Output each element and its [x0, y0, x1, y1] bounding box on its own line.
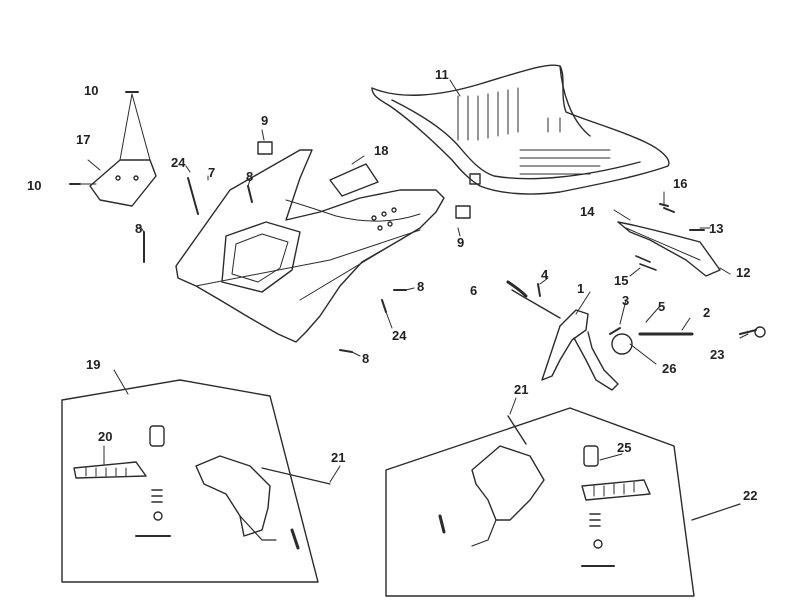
callout-21-left: 21 [331, 450, 346, 465]
callout-14: 14 [580, 204, 595, 219]
fasteners [143, 177, 541, 353]
callout-10-left: 10 [27, 178, 42, 193]
callout-26: 26 [662, 361, 677, 376]
center-stand-part [511, 289, 694, 391]
bottom-cover-part [175, 149, 445, 343]
right-footrest-group [385, 407, 741, 597]
panel-part-17 [69, 91, 157, 207]
callout-12: 12 [736, 265, 751, 280]
callout-16: 16 [673, 176, 688, 191]
callout-15: 15 [614, 273, 629, 288]
clip-part-9-right [455, 205, 471, 219]
callout-19: 19 [86, 357, 101, 372]
floor-panel-part [371, 64, 670, 195]
spring-part-6 [506, 280, 528, 298]
callout-6: 6 [470, 283, 478, 298]
callout-8-left: 8 [135, 221, 143, 236]
callout-25: 25 [617, 440, 632, 455]
leader-lines [79, 79, 749, 483]
callout-22: 22 [743, 488, 758, 503]
bracket-assembly [617, 203, 721, 277]
callout-20: 20 [98, 429, 113, 444]
callout-10-top: 10 [84, 83, 99, 98]
clip-part-9-left [257, 141, 273, 155]
callout-11: 11 [435, 67, 449, 82]
callout-7: 7 [208, 165, 216, 180]
callout-9-right: 9 [457, 235, 465, 250]
ring-part-23 [754, 326, 766, 338]
pin-part-23 [739, 329, 757, 335]
callout-8-bottom: 8 [362, 351, 370, 366]
callout-17: 17 [76, 132, 91, 147]
callout-23: 23 [710, 347, 725, 362]
plate-part-18 [329, 163, 379, 197]
callout-1: 1 [577, 281, 585, 296]
left-footrest-group [61, 379, 331, 583]
callout-24-top: 24 [171, 155, 186, 170]
callout-8-right: 8 [417, 279, 425, 294]
callout-9-top: 9 [261, 113, 269, 128]
callout-8-top: 8 [246, 169, 254, 184]
callout-2: 2 [703, 305, 711, 320]
callout-3: 3 [622, 293, 630, 308]
callout-5: 5 [658, 299, 666, 314]
callout-4: 4 [541, 267, 549, 282]
callout-13: 13 [709, 221, 724, 236]
washer-part-26 [611, 333, 633, 355]
callout-21-right: 21 [514, 382, 529, 397]
callout-18: 18 [374, 143, 389, 158]
callout-24-bottom: 24 [392, 328, 407, 343]
